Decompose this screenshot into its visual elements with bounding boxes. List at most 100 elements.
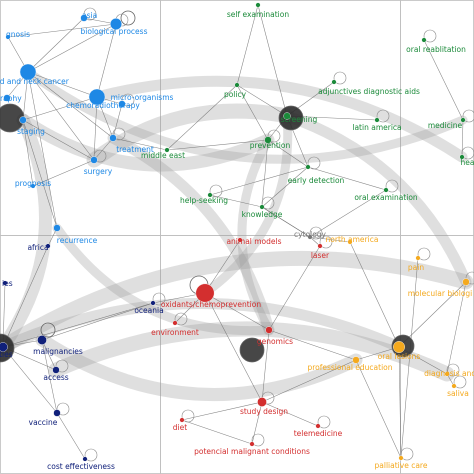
node-cytology[interactable] bbox=[307, 234, 313, 240]
label-animal-models: animal models bbox=[226, 237, 281, 246]
node-biological-process[interactable] bbox=[110, 18, 122, 30]
node-diagnosis[interactable] bbox=[444, 371, 450, 377]
label-study-design: study design bbox=[240, 407, 288, 416]
edge-self-examination-policy bbox=[236, 4, 259, 86]
cluster-link-ities-molecular-biology bbox=[0, 250, 474, 355]
self-loop-access bbox=[55, 359, 69, 373]
node-recurrence[interactable] bbox=[53, 224, 61, 232]
edge-oxidants-study-design bbox=[204, 292, 263, 403]
label-professional-education: professional education bbox=[307, 363, 392, 372]
node-oceania[interactable] bbox=[150, 300, 156, 306]
self-loop-pain bbox=[417, 247, 431, 261]
node-palliative-care[interactable] bbox=[398, 455, 404, 461]
edge-prevention-policy bbox=[236, 84, 269, 141]
label-telemedicine: telemedicine bbox=[294, 429, 343, 438]
label-oral-examination: oral examination bbox=[354, 193, 418, 202]
node-prognosis[interactable] bbox=[30, 183, 36, 189]
node-pmc[interactable] bbox=[249, 441, 255, 447]
node-treatment[interactable] bbox=[109, 134, 117, 142]
label-saliva: saliva bbox=[447, 389, 469, 398]
node-healt[interactable] bbox=[459, 154, 465, 160]
edge-vaccine-cost-effectiveness bbox=[56, 412, 86, 460]
label-vaccine: vaccine bbox=[29, 418, 58, 427]
nodes bbox=[0, 2, 470, 462]
node-ities[interactable] bbox=[0, 342, 8, 352]
edge-study-design-pmc bbox=[251, 401, 263, 445]
node-gnosis[interactable] bbox=[5, 34, 11, 40]
node-professional-education[interactable] bbox=[352, 356, 360, 364]
node-pain[interactable] bbox=[415, 255, 421, 261]
label-oceania: oceania bbox=[134, 306, 163, 315]
node-screening[interactable] bbox=[283, 112, 291, 120]
node-policy[interactable] bbox=[234, 82, 240, 88]
edge-chemoradiotherapy-surgery bbox=[93, 96, 98, 161]
cluster-link-prevention-genomics bbox=[237, 135, 274, 335]
node-raphy[interactable] bbox=[3, 94, 11, 102]
label-diet: diet bbox=[173, 423, 187, 432]
edge-oral-lesions-professional-education bbox=[355, 346, 400, 361]
node-adjunctives[interactable] bbox=[331, 79, 337, 85]
node-help-seeking[interactable] bbox=[207, 192, 213, 198]
node-early-detection[interactable] bbox=[305, 164, 311, 170]
edge-chemoradiotherapy-staging bbox=[22, 96, 98, 121]
label-africa: africa bbox=[27, 243, 48, 252]
label-adjunctives: adjunctives diagnostic aids bbox=[318, 87, 420, 96]
label-micro-organisms: micro-organisms bbox=[111, 93, 174, 102]
node-prevention[interactable] bbox=[264, 136, 272, 144]
node-middle-east[interactable] bbox=[164, 147, 170, 153]
node-diet[interactable] bbox=[179, 417, 185, 423]
edge-study-design-professional-education bbox=[261, 359, 357, 403]
cluster-links bbox=[0, 67, 474, 401]
self-loop-treatment bbox=[112, 127, 126, 141]
edge-staging-surgery bbox=[22, 119, 95, 161]
edge-oxidants-animal-models bbox=[204, 239, 241, 294]
node-genomics[interactable] bbox=[265, 326, 273, 334]
node-medicine[interactable] bbox=[460, 117, 466, 123]
self-loop-oral-examination bbox=[385, 179, 399, 193]
edge-ities-vaccine bbox=[2, 346, 58, 414]
node-malignancies[interactable] bbox=[37, 335, 47, 345]
node-study-design[interactable] bbox=[257, 397, 267, 407]
node-chemoradiotherapy[interactable] bbox=[88, 88, 106, 106]
edge-pain-palliative-care bbox=[400, 257, 419, 459]
node-knowledge[interactable] bbox=[259, 204, 265, 210]
node-north-america[interactable] bbox=[347, 239, 353, 245]
node-oral-examination[interactable] bbox=[383, 187, 389, 193]
node-environment[interactable] bbox=[172, 320, 178, 326]
node-laser[interactable] bbox=[317, 243, 323, 249]
node-access[interactable] bbox=[52, 366, 60, 374]
self-loop-prevention bbox=[267, 129, 281, 143]
cluster-link-screening-molecular-biology bbox=[281, 110, 472, 288]
self-loop-asia bbox=[83, 7, 97, 21]
node-oral-lesions[interactable] bbox=[393, 341, 405, 353]
node-asia[interactable] bbox=[80, 14, 88, 22]
node-animal-models[interactable] bbox=[237, 237, 243, 243]
edge-diet-pmc bbox=[181, 419, 253, 445]
node-surgery[interactable] bbox=[90, 156, 98, 164]
node-latin-america[interactable] bbox=[374, 117, 380, 123]
self-loop-knowledge bbox=[261, 196, 275, 210]
node-africa[interactable] bbox=[45, 243, 51, 249]
node-staging[interactable] bbox=[19, 116, 27, 124]
node-saliva[interactable] bbox=[451, 383, 457, 389]
node-vaccine[interactable] bbox=[53, 409, 61, 417]
node-cost-effectiveness[interactable] bbox=[82, 456, 88, 462]
label-pmc: potencial malignant conditions bbox=[194, 447, 310, 456]
label-head-neck: ad and neck cancer bbox=[0, 77, 70, 86]
node-molecular-biology[interactable] bbox=[462, 278, 470, 286]
node-oxidants[interactable] bbox=[195, 283, 215, 303]
edges bbox=[2, 4, 467, 460]
edge-early-detection-knowledge bbox=[261, 166, 309, 208]
node-micro-organisms[interactable] bbox=[118, 100, 126, 108]
edge-treatment-middle-east bbox=[112, 137, 168, 151]
label-help-seeking: help-seeking bbox=[180, 196, 228, 205]
node-head-neck[interactable] bbox=[19, 63, 37, 81]
node-oral-reablitation[interactable] bbox=[421, 37, 427, 43]
node-telemedicine[interactable] bbox=[315, 423, 321, 429]
label-asia: asia bbox=[82, 11, 97, 20]
label-policy: policy bbox=[224, 90, 247, 99]
node-ies[interactable] bbox=[2, 280, 8, 286]
node-self-examination[interactable] bbox=[255, 2, 261, 8]
cluster-link-recurrence-genomics bbox=[52, 223, 274, 336]
